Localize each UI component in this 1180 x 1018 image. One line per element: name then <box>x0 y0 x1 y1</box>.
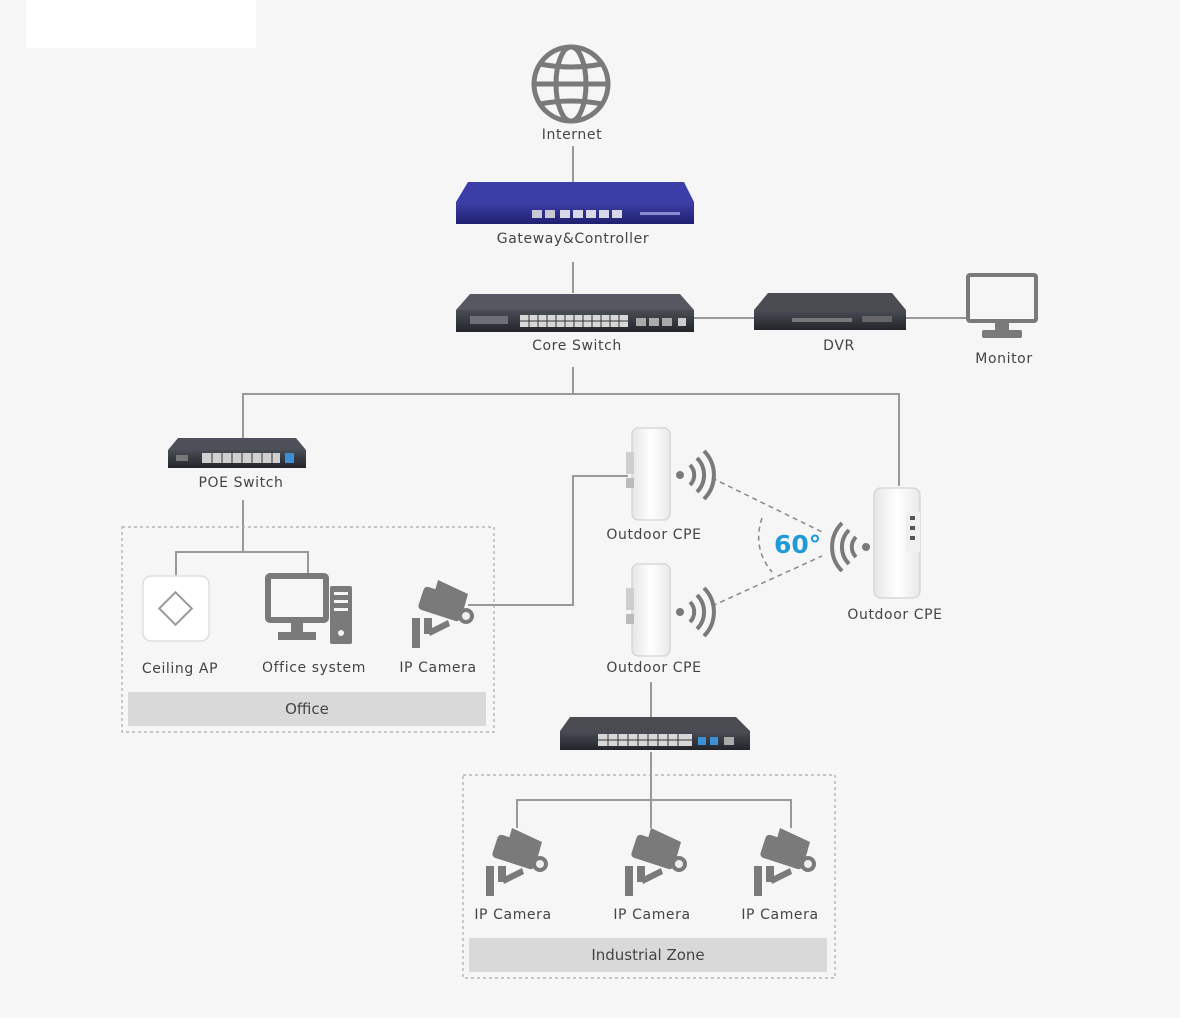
cpe-bottom-label: Outdoor CPE <box>606 660 702 676</box>
outdoor-cpe-top-icon <box>626 427 671 521</box>
office-zone-border <box>121 526 495 733</box>
industrial-ip-camera-1-label: IP Camera <box>474 907 552 923</box>
monitor-label: Monitor <box>975 351 1033 367</box>
ceiling-ap-label: Ceiling AP <box>141 661 219 677</box>
industrial-ip-camera-2-label: IP Camera <box>613 907 691 923</box>
industrial-ip-camera-3-icon <box>754 828 816 896</box>
dvr-label: DVR <box>823 338 855 354</box>
globe-icon <box>531 44 611 124</box>
internet-label: Internet <box>541 127 603 143</box>
office-system-icon <box>265 573 352 644</box>
industrial-ip-camera-1-icon <box>486 828 548 896</box>
cpe-top-wifi-icon <box>674 449 716 501</box>
monitor-icon <box>966 273 1038 338</box>
poe-switch-label: POE Switch <box>198 475 284 491</box>
cpe-bottom-wifi-icon <box>674 586 716 638</box>
poe-switch-device-icon <box>168 438 306 468</box>
outdoor-cpe-bottom-icon <box>626 563 671 657</box>
office-ip-camera-icon <box>412 580 474 648</box>
angle-label: 60° <box>774 530 822 559</box>
industrial-zone-title: Industrial Zone <box>469 938 827 972</box>
gateway-device-icon <box>456 182 694 224</box>
core-switch-device-icon <box>456 294 694 332</box>
industrial-zone-border <box>462 774 836 979</box>
gateway-label: Gateway&Controller <box>496 231 650 247</box>
office-system-label: Office system <box>262 660 366 676</box>
top-left-blank-area <box>26 0 256 48</box>
cpe-top-label: Outdoor CPE <box>606 527 702 543</box>
industrial-ip-camera-2-icon <box>625 828 687 896</box>
core-switch-label: Core Switch <box>532 338 622 354</box>
wireless-links <box>711 477 823 607</box>
outdoor-cpe-right-icon <box>873 487 921 599</box>
cpe-right-wifi-icon <box>830 521 872 573</box>
ceiling-ap-icon <box>142 575 210 642</box>
office-zone-title: Office <box>128 692 486 726</box>
dvr-device-icon <box>754 293 906 330</box>
connection-lines <box>175 146 968 828</box>
industrial-ip-camera-3-label: IP Camera <box>741 907 819 923</box>
cpe-right-label: Outdoor CPE <box>847 607 943 623</box>
industrial-switch-device-icon <box>560 717 750 750</box>
office-ip-camera-label: IP Camera <box>399 660 477 676</box>
